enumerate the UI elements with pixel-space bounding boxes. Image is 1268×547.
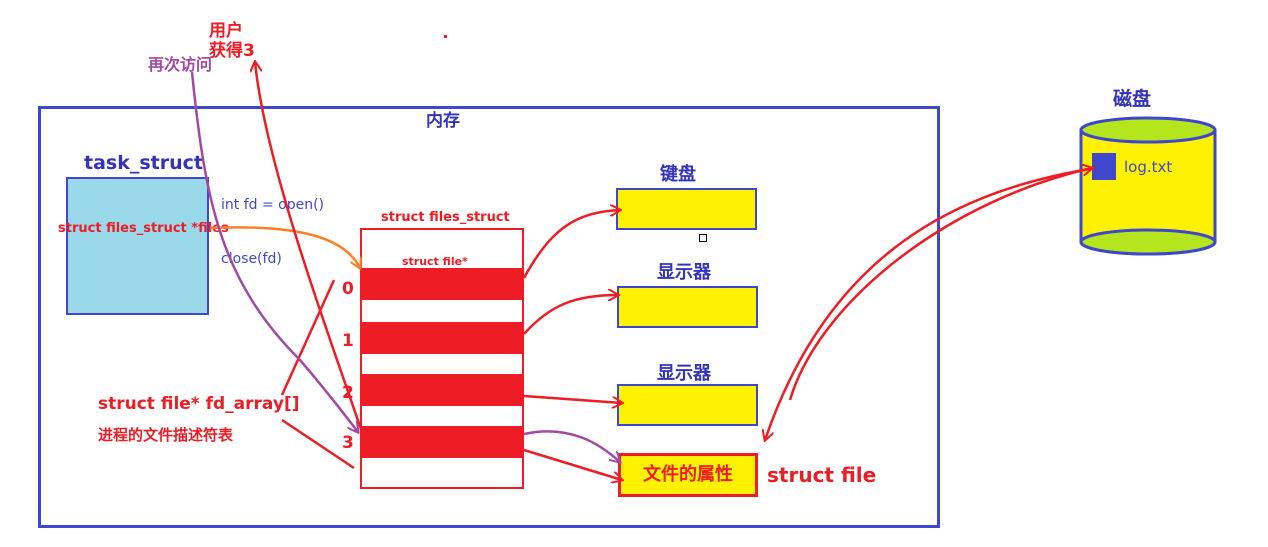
- user-gets-fd-label: 获得3: [209, 41, 255, 61]
- revisit-arrow: [190, 71, 358, 432]
- display-label-2: 显示器: [657, 363, 711, 384]
- display-box-2: [617, 384, 758, 426]
- fd-slot-1: [362, 322, 522, 354]
- user-gets-fd-arrow: [255, 62, 364, 433]
- fd-index-1: 1: [342, 331, 354, 351]
- keyboard-box: [616, 188, 757, 230]
- keyboard-label: 键盘: [660, 164, 696, 185]
- slot2-to-display-arrow: [523, 394, 622, 403]
- fd-slot-2: [362, 374, 522, 406]
- slot-type-label: struct file*: [402, 255, 468, 268]
- fd-array-pointer-top: [280, 279, 336, 396]
- disk-to-file-arrow: [765, 166, 1096, 440]
- file-to-disk-arrow: [788, 168, 1092, 401]
- fd-array-label: struct file* fd_array[]: [98, 394, 300, 414]
- fd-slot-0: [362, 268, 522, 300]
- file-icon: [1092, 153, 1116, 180]
- task-struct-box: [66, 177, 209, 315]
- file-attributes-box: 文件的属性: [618, 453, 758, 497]
- resize-handle: [699, 234, 707, 242]
- fd-slot-3: [362, 426, 522, 458]
- slot1-to-display-arrow: [523, 295, 618, 335]
- revisit-to-file-arrow: [523, 430, 620, 462]
- fd-index-0: 0: [342, 279, 354, 299]
- disk-title: 磁盘: [1113, 88, 1152, 110]
- struct-file-label: struct file: [767, 463, 877, 487]
- open-call-label: int fd = open(): [221, 197, 325, 213]
- revisit-label: 再次访问: [148, 55, 213, 74]
- task-struct-title: task_struct: [84, 152, 203, 174]
- close-call-label: close(fd): [221, 251, 282, 267]
- files-pointer-arrow: [209, 226, 360, 268]
- files-struct-title: struct files_struct: [381, 210, 510, 225]
- display-label-1: 显示器: [657, 262, 711, 283]
- fd-array-pointer-bottom: [281, 418, 355, 470]
- user-label: 用户: [209, 21, 243, 41]
- fd-table-desc: 进程的文件描述符表: [98, 426, 234, 444]
- memory-region: [38, 106, 940, 528]
- stray-dot: [444, 35, 447, 38]
- display-box-1: [617, 286, 758, 328]
- memory-title: 内存: [426, 111, 460, 131]
- log-file-label: log.txt: [1124, 158, 1173, 176]
- slot3-to-file-arrow: [523, 448, 622, 480]
- slot0-to-keyboard-arrow: [522, 210, 620, 279]
- fd-index-3: 3: [342, 433, 354, 453]
- files-pointer-field: struct files_struct *files: [58, 221, 229, 236]
